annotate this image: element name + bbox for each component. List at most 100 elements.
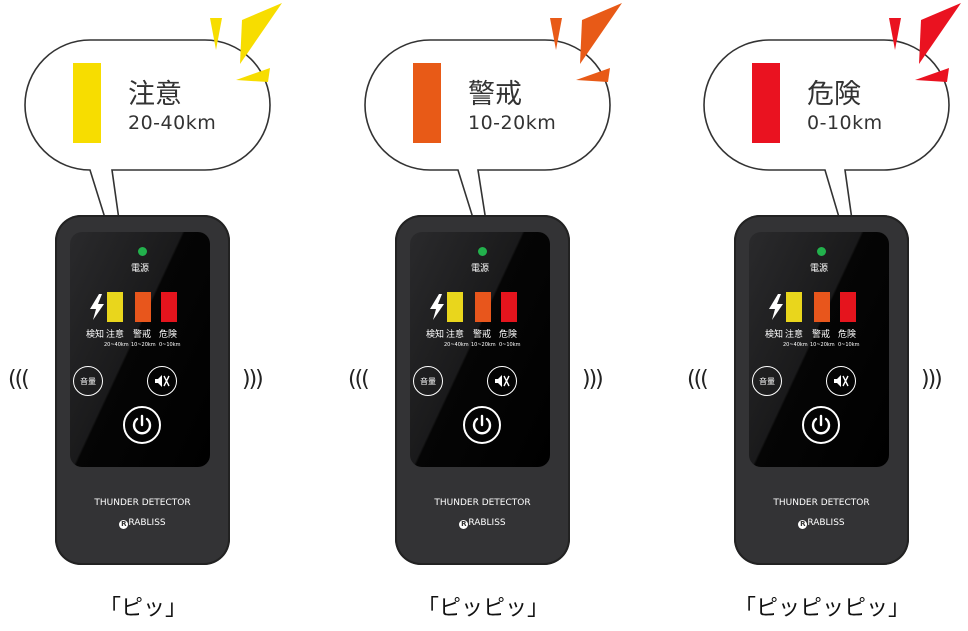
alert-burst-icon <box>210 3 282 82</box>
level-color-swatch <box>413 63 441 143</box>
burst-ray <box>240 3 282 64</box>
mute-icon <box>834 375 849 387</box>
power-icon <box>472 414 492 435</box>
led-warning <box>475 292 491 322</box>
beep-caption: 「ピッピッ」 <box>416 596 549 621</box>
power-button[interactable] <box>123 406 161 444</box>
burst-ray <box>889 18 901 50</box>
power-icon <box>132 414 152 435</box>
level-label: 注意 <box>446 330 465 340</box>
level-range-label: 10~20km <box>471 342 496 348</box>
sound-wave-left: ((( <box>8 367 30 392</box>
led-danger <box>840 292 856 322</box>
volume-button[interactable]: 音量 <box>413 366 443 396</box>
power-button[interactable] <box>463 406 501 444</box>
detect-label: 検知 <box>426 330 445 340</box>
detect-label: 検知 <box>765 330 784 340</box>
alert-level-panel: 危険 0-10km 電源 検知 注意 警戒 危険 20~40km 10~20km… <box>679 0 968 631</box>
lightning-icon <box>769 294 783 320</box>
led-warning <box>135 292 151 322</box>
thunder-detector-device: 電源 検知 注意 警戒 危険 20~40km 10~20km 0~10km 音量… <box>734 215 909 565</box>
thunder-detector-device: 電源 検知 注意 警戒 危険 20~40km 10~20km 0~10km 音量… <box>55 215 230 565</box>
burst-ray <box>915 68 949 82</box>
burst-ray <box>919 3 961 64</box>
brand-name: RABLISS <box>128 518 166 528</box>
model-name: THUNDER DETECTOR <box>434 498 531 508</box>
lightning-icon <box>90 294 104 320</box>
mute-button[interactable] <box>147 366 177 396</box>
level-range-label: 20~40km <box>104 342 129 348</box>
sound-wave-right: ))) <box>242 367 264 392</box>
power-label: 電源 <box>810 264 829 274</box>
power-label: 電源 <box>471 264 490 274</box>
thunder-detector-device: 電源 検知 注意 警戒 危険 20~40km 10~20km 0~10km 音量… <box>395 215 570 565</box>
power-led <box>478 247 487 256</box>
led-danger <box>161 292 177 322</box>
level-range: 20-40km <box>128 112 217 134</box>
level-range-label: 10~20km <box>810 342 835 348</box>
level-range-label: 20~40km <box>444 342 469 348</box>
level-label: 警戒 <box>812 330 831 340</box>
alert-burst-icon <box>550 3 622 82</box>
model-name: THUNDER DETECTOR <box>773 498 870 508</box>
device-screen: 電源 検知 注意 警戒 危険 20~40km 10~20km 0~10km 音量 <box>410 232 550 467</box>
power-led <box>138 247 147 256</box>
level-range-label: 20~40km <box>783 342 808 348</box>
level-label: 警戒 <box>473 330 492 340</box>
power-label: 電源 <box>131 264 150 274</box>
sound-wave-right: ))) <box>582 367 604 392</box>
led-danger <box>501 292 517 322</box>
device-screen: 電源 検知 注意 警戒 危険 20~40km 10~20km 0~10km 音量 <box>749 232 889 467</box>
level-range: 0-10km <box>807 112 883 134</box>
alert-level-panel: 警戒 10-20km 電源 検知 注意 警戒 危険 20~40km 10~20k… <box>340 0 670 631</box>
led-caution <box>447 292 463 322</box>
mute-button[interactable] <box>826 366 856 396</box>
level-range: 10-20km <box>468 112 557 134</box>
detect-label: 検知 <box>86 330 105 340</box>
rabliss-logo-icon: R <box>459 520 469 529</box>
sound-wave-left: ((( <box>687 367 709 392</box>
beep-caption: 「ピッピッピッ」 <box>733 596 910 621</box>
power-led <box>817 247 826 256</box>
mute-icon <box>495 375 510 387</box>
burst-ray <box>576 68 610 82</box>
level-range-label: 0~10km <box>159 342 181 348</box>
power-icon <box>811 414 831 435</box>
level-range-label: 10~20km <box>131 342 156 348</box>
volume-button[interactable]: 音量 <box>752 366 782 396</box>
rabliss-logo-icon: R <box>119 520 129 529</box>
level-label: 警戒 <box>133 330 152 340</box>
sound-wave-left: ((( <box>348 367 370 392</box>
level-label: 注意 <box>785 330 804 340</box>
level-title: 危険 <box>807 79 861 110</box>
level-title: 警戒 <box>468 79 522 110</box>
led-caution <box>786 292 802 322</box>
beep-caption: 「ピッ」 <box>98 596 187 621</box>
level-color-swatch <box>73 63 101 143</box>
burst-ray <box>550 18 562 50</box>
level-range-label: 0~10km <box>838 342 860 348</box>
model-name: THUNDER DETECTOR <box>94 498 191 508</box>
mute-icon <box>155 375 170 387</box>
rabliss-logo-icon: R <box>798 520 808 529</box>
volume-button[interactable]: 音量 <box>73 366 103 396</box>
level-label: 危険 <box>499 330 518 340</box>
burst-ray <box>210 18 222 50</box>
alert-level-panel: 注意 20-40km 電源 検知 注意 警戒 危険 20~40km 10~20k… <box>0 0 330 631</box>
lightning-icon <box>430 294 444 320</box>
level-label: 危険 <box>838 330 857 340</box>
power-button[interactable] <box>802 406 840 444</box>
burst-ray <box>236 68 270 82</box>
device-screen: 電源 検知 注意 警戒 危険 20~40km 10~20km 0~10km 音量 <box>70 232 210 467</box>
brand-name: RABLISS <box>807 518 845 528</box>
alert-burst-icon <box>889 3 961 82</box>
level-label: 注意 <box>106 330 125 340</box>
level-color-swatch <box>752 63 780 143</box>
level-title: 注意 <box>128 79 182 110</box>
mute-button[interactable] <box>487 366 517 396</box>
burst-ray <box>580 3 622 64</box>
sound-wave-right: ))) <box>921 367 943 392</box>
